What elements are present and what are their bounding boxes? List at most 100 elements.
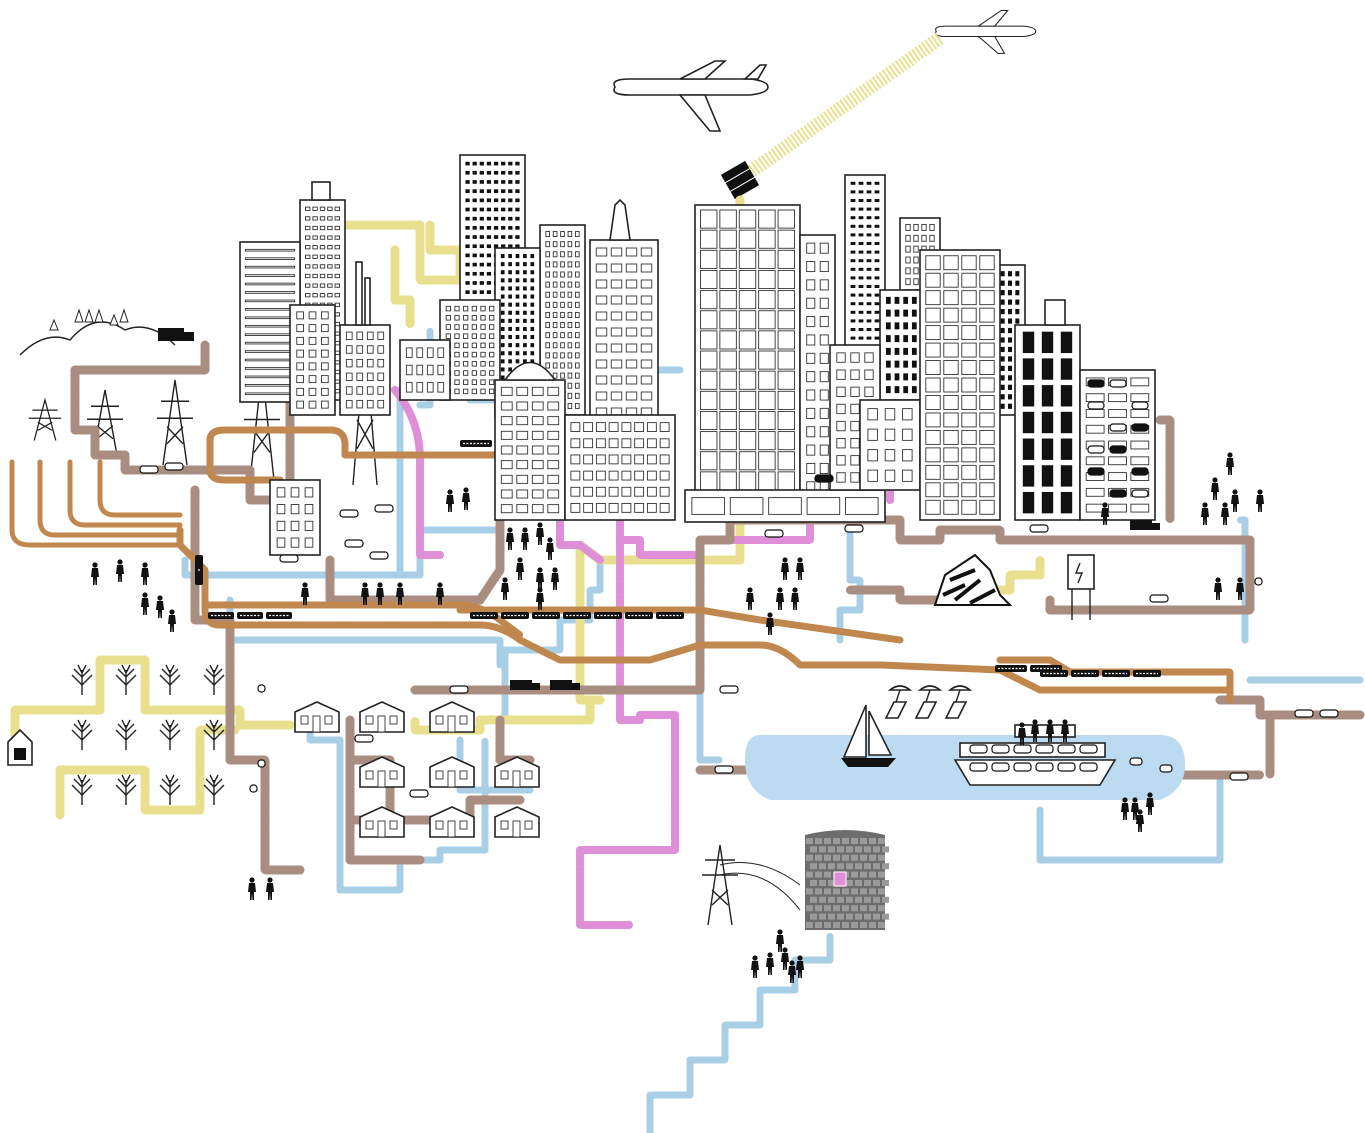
person-icon <box>536 587 544 610</box>
water-tower-icon <box>1044 299 1066 326</box>
person-icon <box>1226 452 1234 475</box>
train-car-icon <box>501 612 529 619</box>
train-car-icon <box>195 555 203 585</box>
tree-icon <box>71 664 93 695</box>
person-icon <box>1236 577 1244 600</box>
person-icon <box>436 582 444 605</box>
train-car-icon <box>625 612 653 619</box>
person-icon <box>361 582 369 605</box>
hills <box>19 321 176 356</box>
car-icon <box>374 504 394 513</box>
car-icon <box>1057 762 1076 772</box>
car-icon <box>1109 489 1127 498</box>
truck-icon <box>550 680 580 690</box>
satellite-beam <box>737 32 945 184</box>
field-rails <box>9 459 183 548</box>
chimney <box>364 277 371 326</box>
person-icon <box>516 557 524 580</box>
train-car-icon <box>995 665 1027 672</box>
scrap-heap-icon <box>933 553 1013 606</box>
train-car-icon <box>1133 670 1161 677</box>
solar-panels <box>884 685 973 719</box>
person-icon <box>766 952 774 975</box>
car-icon <box>1131 423 1149 432</box>
person-icon <box>1121 797 1129 820</box>
house-icon <box>7 728 33 766</box>
tree-icon <box>159 774 181 805</box>
people-layer <box>91 452 1264 983</box>
train-car-icon <box>460 440 492 447</box>
car-icon <box>339 509 359 518</box>
house-icon <box>429 701 475 733</box>
person-icon <box>781 947 789 970</box>
car-icon <box>1159 764 1173 773</box>
car-icon <box>991 744 1010 754</box>
person-icon <box>776 587 784 610</box>
tower-wing <box>799 234 836 501</box>
tree-icon <box>203 719 225 750</box>
car-icon <box>1131 489 1149 498</box>
person-icon <box>546 537 554 560</box>
ferry-icon <box>953 724 1117 786</box>
sailboat-icon <box>841 704 896 767</box>
person-icon <box>506 527 514 550</box>
water-reservoir-icon <box>805 830 889 930</box>
person-icon <box>796 955 804 978</box>
pylon-icon <box>28 397 62 441</box>
person-icon <box>788 960 796 983</box>
tree-icon <box>71 719 93 750</box>
car-icon <box>991 762 1010 772</box>
building <box>399 339 451 401</box>
tree-row <box>49 308 129 331</box>
train-car-icon <box>563 612 591 619</box>
car-icon <box>249 784 258 793</box>
house-icon <box>359 756 405 788</box>
tree-grid <box>71 664 225 805</box>
housing-block <box>294 701 540 838</box>
car-icon <box>139 465 159 474</box>
car-icon <box>369 551 389 560</box>
person-icon <box>1061 719 1069 742</box>
train-car-icon <box>266 612 292 619</box>
person-icon <box>1146 792 1154 815</box>
train-car-icon <box>1071 670 1099 677</box>
car-icon <box>344 539 364 548</box>
car-icon <box>1109 423 1127 432</box>
solar-panel-icon <box>944 685 973 719</box>
person-icon <box>116 559 124 582</box>
person-icon <box>141 562 149 585</box>
house-icon <box>294 701 340 733</box>
train-car-icon <box>656 612 684 619</box>
factory <box>339 324 391 416</box>
pylon-icon <box>157 379 193 466</box>
car-icon <box>449 685 469 694</box>
car-icon <box>409 789 429 798</box>
house-icon <box>429 756 475 788</box>
person-icon <box>168 609 176 632</box>
city-skyline <box>239 154 1156 556</box>
train-car-icon <box>1040 670 1068 677</box>
person-icon <box>551 567 559 590</box>
person-icon <box>776 929 784 952</box>
train-car-icon <box>1102 670 1130 677</box>
car-icon <box>1013 762 1032 772</box>
house-icon <box>359 701 405 733</box>
tree-icon <box>203 774 225 805</box>
person-icon <box>781 557 789 580</box>
tree-icon <box>159 719 181 750</box>
building <box>859 399 921 491</box>
truck-icon <box>158 328 194 341</box>
car-icon <box>1087 467 1105 476</box>
apartment-block <box>919 249 1001 521</box>
solar-panel-icon <box>914 685 943 719</box>
person-icon <box>791 587 799 610</box>
house-icon <box>359 806 405 838</box>
person-icon <box>796 557 804 580</box>
apartment-block <box>1014 324 1081 521</box>
central-tower <box>694 204 801 496</box>
person-icon <box>91 562 99 585</box>
car-icon <box>1254 577 1263 586</box>
car-icon <box>814 474 834 483</box>
building <box>289 304 336 416</box>
person-icon <box>1231 489 1239 512</box>
